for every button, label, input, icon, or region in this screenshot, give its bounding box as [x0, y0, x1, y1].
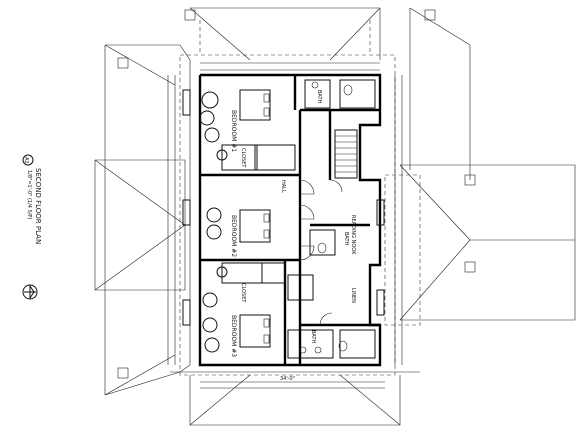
room-label-closet-2: CLOSET	[240, 283, 246, 303]
roof-vents	[117, 9, 476, 379]
bath-fixtures	[287, 79, 376, 359]
room-label-reading-nook: READING NOOK	[350, 215, 356, 255]
room-label-hall: HALL	[280, 180, 286, 193]
stairs	[334, 129, 358, 179]
north-arrow-icon	[22, 284, 38, 300]
chairs	[199, 91, 228, 353]
room-label-bedroom-2: BEDROOM #2	[230, 215, 237, 257]
sheet-marker-icon	[22, 154, 34, 166]
bed-2	[239, 209, 271, 243]
room-label-bedroom-1: BEDROOM #1	[230, 110, 237, 152]
room-label-bath-2: BATH	[343, 232, 349, 246]
room-label-bedroom-3: BEDROOM #3	[230, 315, 237, 357]
exterior-walls	[198, 73, 382, 367]
windows	[182, 89, 385, 326]
roof-outline	[94, 7, 576, 426]
room-label-bath-1: BATH	[316, 90, 322, 104]
closets	[221, 144, 296, 284]
dimension-lines: 34'-0"	[167, 62, 403, 389]
bed-1	[239, 89, 271, 121]
title-block: A2 SECOND FLOOR PLAN 1/8"=1'-0" (1/4 S/P…	[22, 154, 42, 300]
dimension-bottom: 34'-0"	[280, 376, 295, 382]
sheet-number: A2	[23, 157, 29, 164]
bed-3	[239, 314, 271, 348]
room-labels: BEDROOM #1 BEDROOM #2 BEDROOM #3 CLOSET …	[230, 90, 356, 357]
door-swings	[299, 179, 343, 326]
room-label-linen: LINEN	[350, 288, 356, 303]
room-label-closet-1: CLOSET	[240, 148, 246, 168]
room-label-bath-3: BATH	[310, 330, 316, 344]
drawing-scale: 1/8"=1'-0" (1/4 S/P)	[26, 170, 32, 219]
drawing-title: SECOND FLOOR PLAN	[34, 168, 42, 244]
